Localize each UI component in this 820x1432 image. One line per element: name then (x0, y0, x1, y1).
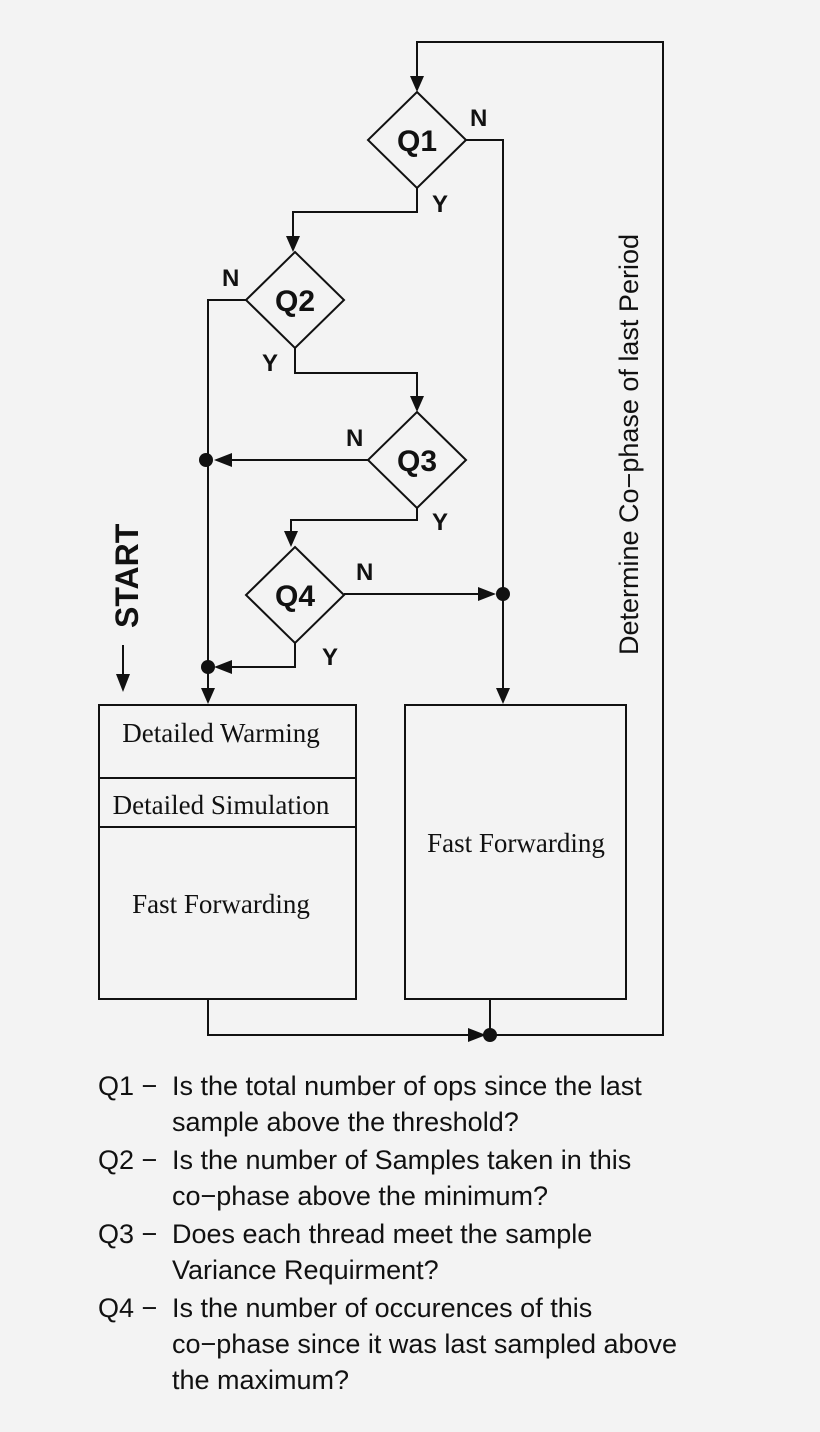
legend-item-q3: Q3 − Does each thread meet the sample Va… (98, 1216, 798, 1288)
legend-text: sample above the threshold? (172, 1107, 519, 1137)
loop-side-label: Determine Co−phase of last Period (614, 234, 644, 655)
detailed-simulation-label: Detailed Simulation (113, 790, 330, 820)
legend-item-q1: Q1 − Is the total number of ops since th… (98, 1068, 798, 1140)
junction-q4-no (496, 587, 510, 601)
detailed-warming-label: Detailed Warming (122, 718, 320, 748)
arrow-into-left-box (201, 688, 215, 704)
arrow-into-q2 (286, 236, 300, 252)
legend-key: Q1 − (98, 1071, 158, 1101)
legend-text: co−phase above the minimum? (172, 1181, 548, 1211)
decision-q4-label: Q4 (275, 580, 315, 613)
q3-no-label: N (346, 425, 363, 452)
q4-yes-line (230, 643, 296, 668)
arrow-into-q4 (284, 531, 298, 547)
legend-text: Is the total number of ops since the las… (172, 1071, 642, 1101)
loop-return-line (416, 41, 664, 1036)
arrow-into-q3 (410, 396, 424, 412)
decision-q3-label: Q3 (397, 445, 437, 478)
q1-yes-label: Y (432, 191, 448, 218)
legend-key: Q2 − (98, 1145, 158, 1175)
left-process-box (98, 704, 357, 1000)
q2-yes-label: Y (262, 350, 278, 377)
q2-no-label: N (222, 265, 239, 292)
q1-yes-line (292, 188, 418, 238)
q2-no-line (207, 299, 246, 688)
left-fast-forwarding-label: Fast Forwarding (132, 889, 310, 919)
legend-text: Variance Requirment? (172, 1255, 439, 1285)
right-fast-forwarding-label: Fast Forwarding (427, 828, 605, 858)
left-box-exit-line (207, 999, 470, 1036)
start-label: START (109, 523, 145, 628)
junction-q4-yes (201, 660, 215, 674)
arrow-q4-no (478, 587, 496, 601)
start-arrowhead (116, 674, 130, 692)
legend-item-q4: Q4 − Is the number of occurences of this… (98, 1290, 798, 1398)
arrow-into-right-box (496, 688, 510, 704)
question-legend: Q1 − Is the total number of ops since th… (98, 1068, 798, 1400)
legend-item-q2: Q2 − Is the number of Samples taken in t… (98, 1142, 798, 1214)
legend-key: Q3 − (98, 1219, 158, 1249)
decision-q1-label: Q1 (397, 125, 437, 158)
arrow-q4-yes (214, 660, 232, 674)
legend-key: Q4 − (98, 1293, 158, 1323)
arrow-into-q1 (410, 76, 424, 92)
q4-yes-label: Y (322, 644, 338, 671)
junction-bottom (483, 1028, 497, 1042)
flowchart: Q1 Q2 Q3 Q4 N Y N Y N Y N Y START Detail… (98, 41, 664, 1042)
legend-text: Does each thread meet the sample (172, 1219, 593, 1249)
q3-yes-label: Y (432, 509, 448, 536)
right-process-box (404, 704, 627, 1000)
q4-no-label: N (356, 559, 373, 586)
q2-yes-line (294, 348, 418, 398)
junction-q3-no (199, 453, 213, 467)
legend-text: the maximum? (172, 1365, 350, 1395)
decision-q2-label: Q2 (275, 285, 315, 318)
q1-no-line (466, 139, 504, 688)
q3-yes-line (290, 508, 418, 533)
legend-text: co−phase since it was last sampled above (172, 1329, 678, 1359)
arrow-q3-no (214, 453, 232, 467)
legend-text: Is the number of occurences of this (172, 1293, 593, 1323)
arrow-bottom-merge (468, 1028, 486, 1042)
q1-no-label: N (470, 105, 487, 132)
legend-text: Is the number of Samples taken in this (172, 1145, 632, 1175)
